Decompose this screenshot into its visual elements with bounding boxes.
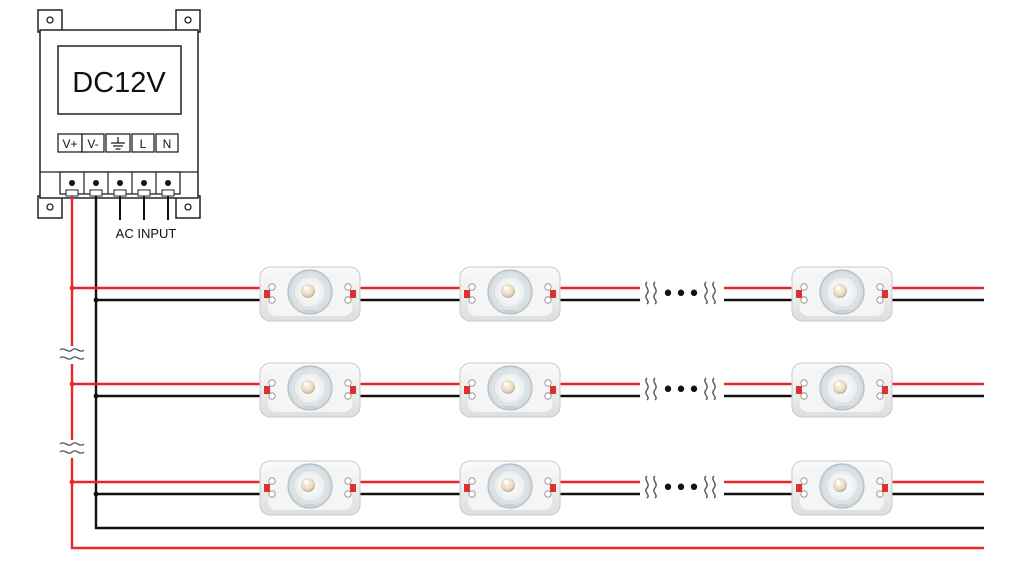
terminal-screw — [165, 180, 171, 186]
terminal-label-l: L — [140, 137, 147, 151]
led-row: ••• — [69, 362, 984, 418]
power-supply: DC12V V+ V- L N — [37, 9, 201, 241]
led-module-icon — [791, 362, 893, 418]
continuation-dots: ••• — [662, 476, 701, 501]
led-module-icon — [459, 460, 561, 516]
terminal-label-v-plus: V+ — [62, 137, 77, 151]
ac-input-wires — [119, 196, 169, 220]
terminal-screw — [117, 180, 123, 186]
led-row: ••• — [69, 266, 984, 322]
positive-bus-wire — [70, 196, 984, 550]
terminal-screw — [93, 180, 99, 186]
negative-bus-wire — [94, 196, 984, 530]
led-module-icon — [259, 362, 361, 418]
ac-input-label: AC INPUT — [116, 226, 177, 241]
led-module-icon — [459, 362, 561, 418]
terminal-block — [59, 171, 181, 197]
continuation-dots: ••• — [662, 282, 701, 307]
terminal-label-strip: V+ V- L N — [57, 133, 179, 153]
voltage-label: DC12V — [72, 67, 166, 99]
ground-icon — [111, 137, 125, 150]
terminal-label-n: N — [163, 137, 172, 151]
bus-break-icon — [59, 442, 85, 454]
led-module-icon — [259, 266, 361, 322]
led-module-icon — [459, 266, 561, 322]
bus-break-icon — [59, 348, 85, 360]
terminal-screw — [69, 180, 75, 186]
led-module-icon — [791, 460, 893, 516]
continuation-dots: ••• — [662, 378, 701, 403]
led-module-icon — [791, 266, 893, 322]
led-module-icon — [259, 460, 361, 516]
terminal-label-v-minus: V- — [87, 137, 98, 151]
led-row: ••• — [69, 460, 984, 516]
terminal-screw — [141, 180, 147, 186]
